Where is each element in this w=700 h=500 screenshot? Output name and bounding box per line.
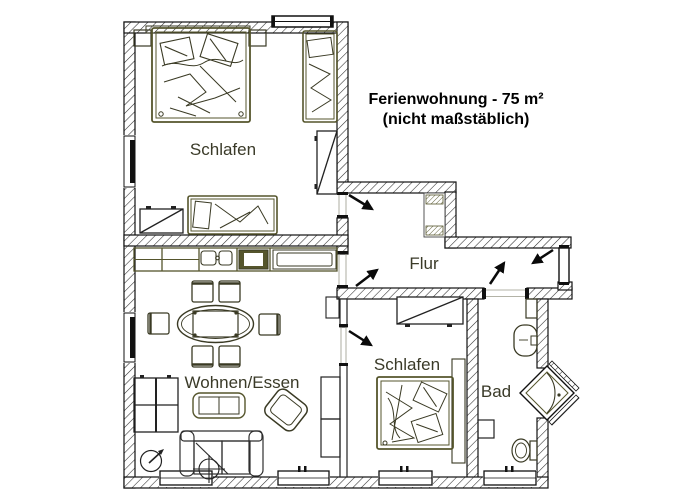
toilet-symbol <box>511 438 538 463</box>
room-label-hallway: Flur <box>409 254 439 273</box>
bed-sideboard <box>451 358 466 464</box>
dining-chair <box>218 280 241 303</box>
window-left-1 <box>122 135 137 188</box>
bath-fixtures <box>477 298 580 463</box>
dining-chair <box>191 345 214 368</box>
shower-symbol <box>519 360 580 426</box>
wardrobe-symbol-2 <box>139 206 184 234</box>
room-label-bedroom2: Schlafen <box>374 355 440 374</box>
kitchen-counter-symbol <box>133 247 338 272</box>
dining-chair <box>191 280 214 303</box>
wall-bath-right-upper <box>536 298 549 369</box>
armchair-symbol <box>264 388 308 432</box>
dining-chair <box>258 313 281 336</box>
single-bed-symbol-1 <box>302 30 338 123</box>
door-living <box>337 251 348 288</box>
dining-table-symbol <box>176 304 255 344</box>
room-label-bedroom1: Schlafen <box>190 140 256 159</box>
bedroom1-furniture <box>133 25 338 235</box>
door-bath <box>482 288 529 299</box>
washbasin-symbol <box>513 324 538 357</box>
nightstand-left <box>133 29 152 47</box>
plan-title-line1: Ferienwohnung - 75 m² <box>368 91 543 108</box>
wall-corridor-top <box>444 236 572 249</box>
nightstand-right <box>248 29 267 47</box>
window-left-2 <box>122 312 137 363</box>
room-label-living: Wohnen/Essen <box>185 373 300 392</box>
double-bed-symbol-2 <box>376 376 454 450</box>
fridge-symbol <box>272 249 337 270</box>
stove-symbol <box>238 249 269 270</box>
doors <box>337 192 570 366</box>
windows <box>122 15 537 487</box>
wall-bedroom1-living <box>123 234 349 247</box>
dining-chair <box>218 345 241 368</box>
bedroom2-furniture <box>376 296 466 464</box>
floor-lamp-symbol <box>139 449 164 473</box>
double-bed-symbol <box>151 27 251 123</box>
tv-shelf-symbol <box>133 375 179 433</box>
door-arrows <box>348 193 554 347</box>
wardrobe-symbol-3 <box>396 296 464 327</box>
window-bottom-living-2 <box>277 466 330 487</box>
wall-spine-upper <box>336 21 349 193</box>
door-arrow-bedroom2 <box>348 329 373 347</box>
dining-chairs <box>147 280 281 368</box>
wall-bedroom2-bath <box>466 298 479 480</box>
ceiling-lamp-symbol <box>193 455 225 483</box>
window-bottom-bedroom2 <box>378 466 433 487</box>
room-label-bath: Bad <box>481 382 511 401</box>
wall-hall-top <box>336 181 457 194</box>
kitchen-sink-symbol <box>200 250 233 266</box>
wall-bottom <box>123 476 549 489</box>
chimney-shaft <box>423 192 446 238</box>
coffee-table-symbol <box>192 392 246 419</box>
boiler-symbol <box>525 298 538 319</box>
door-bedroom2 <box>339 324 348 366</box>
door-arrow-bath <box>488 261 506 285</box>
wardrobe-symbol-1 <box>314 130 338 195</box>
living-furniture <box>133 247 341 483</box>
door-arrow-bedroom1 <box>348 193 374 211</box>
plan-title-line2: (nicht maßstäblich) <box>383 111 530 128</box>
entrance-door <box>558 245 570 285</box>
dining-chair <box>147 312 170 335</box>
single-bed-symbol-2 <box>187 195 278 235</box>
door-arrow-living <box>355 268 379 287</box>
window-bottom-bath <box>483 466 537 487</box>
labels: Ferienwohnung - 75 m² (nicht maßstäblich… <box>185 91 544 401</box>
wall-bath-right-lower <box>536 417 549 480</box>
entrance-arrow <box>531 248 554 265</box>
side-cabinets <box>320 296 341 458</box>
door-bedroom1 <box>337 192 348 218</box>
washer-symbol <box>477 419 495 439</box>
window-top <box>271 15 334 28</box>
